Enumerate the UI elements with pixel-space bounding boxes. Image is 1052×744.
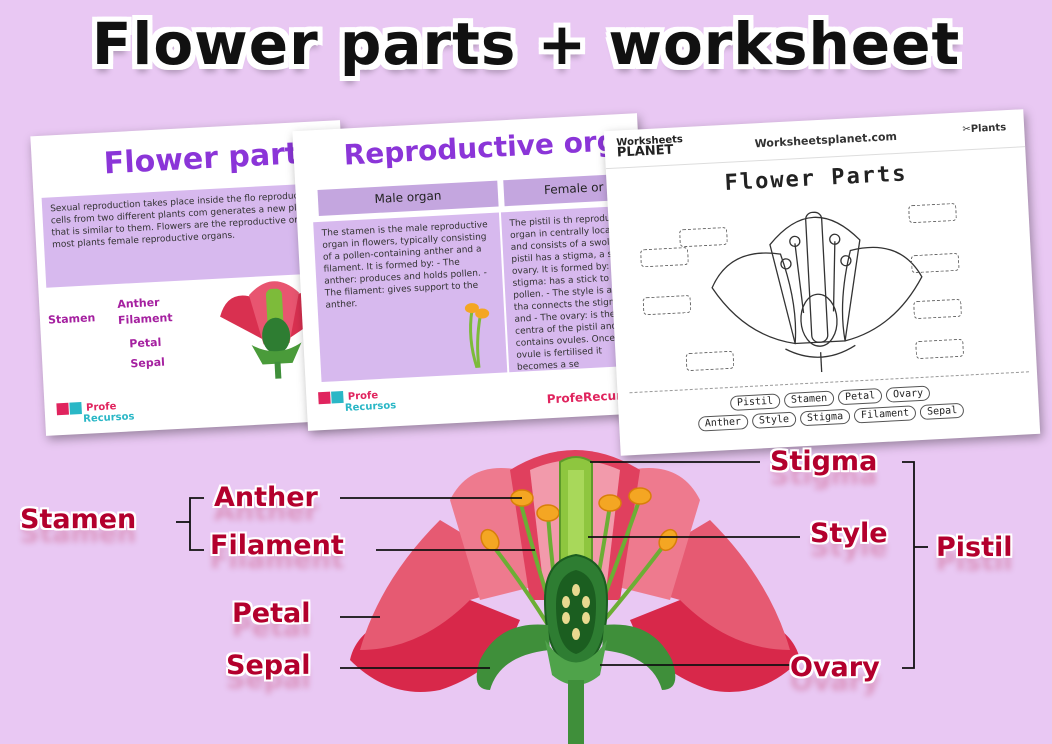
label-style: Style — [810, 518, 888, 549]
label-pistil: Pistil — [936, 532, 1013, 563]
label-stamen: Stamen — [20, 504, 137, 535]
pistil-bracket — [902, 461, 915, 669]
stamen-illustration — [464, 303, 490, 369]
flower-illustration — [350, 450, 800, 744]
label-ovary: Ovary — [790, 652, 880, 683]
label-sepal: Sepal — [226, 650, 311, 681]
label-anther: Anther — [214, 482, 318, 513]
leader-lines — [176, 461, 928, 669]
label-petal: Petal — [232, 598, 311, 629]
worksheet-flower-outline — [711, 211, 923, 373]
page-title: Flower parts + worksheet — [91, 10, 961, 78]
reproductive-organs-slide-card: Reproductive orga Male organ Female or T… — [292, 113, 653, 431]
label-filament: Filament — [210, 530, 344, 561]
label-stigma: Stigma — [770, 446, 878, 477]
stamen-bracket — [189, 497, 204, 551]
worksheet-card: Worksheets PLANET Worksheetsplanet.com ✂… — [603, 109, 1041, 456]
